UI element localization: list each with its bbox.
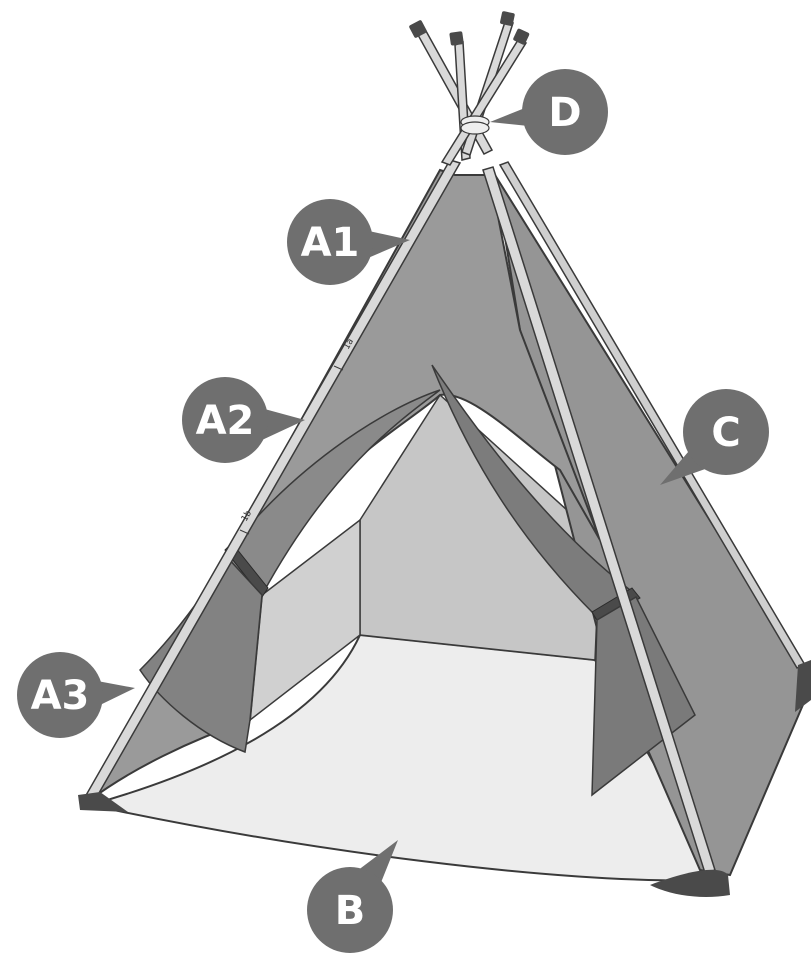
callout-b-label: B [335,888,366,934]
callout-d: D [490,69,608,155]
callout-a3-label: A3 [31,673,90,719]
pole-tops [409,11,530,165]
callout-a3: A3 [17,652,135,738]
pole-cap [513,28,530,45]
pole-cap [449,31,464,46]
callout-c-label: C [711,410,740,456]
callout-a2-label: A2 [196,398,255,444]
callout-c: C [660,389,769,485]
pole-cap [500,11,515,26]
callout-b: B [307,840,398,953]
callout-a1-label: A1 [301,220,360,266]
callout-d-label: D [548,90,581,136]
rope-binding-d [461,116,489,134]
